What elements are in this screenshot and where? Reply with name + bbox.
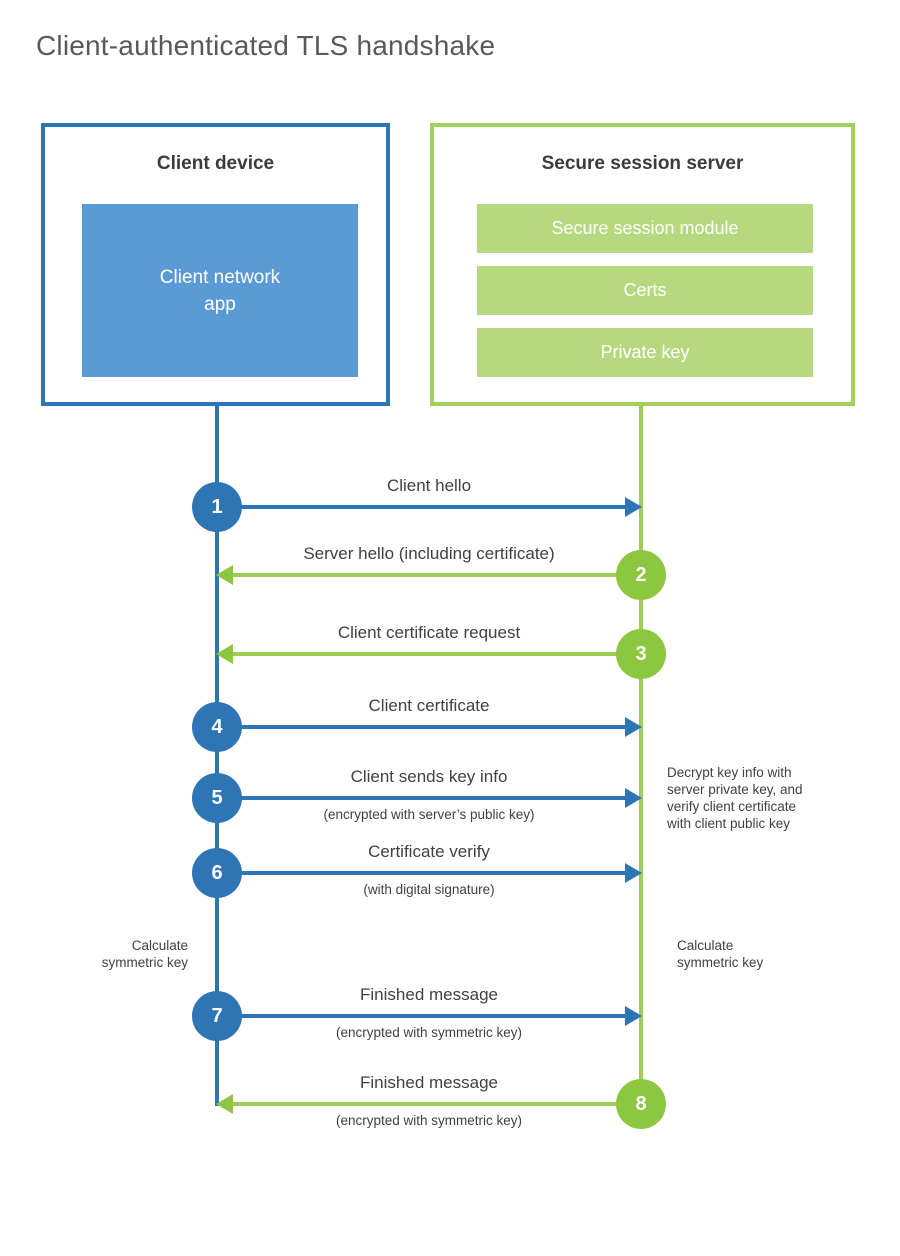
step-circle-1: 1 [192,482,242,532]
message-5-label: Client sends key info [350,767,508,786]
message-5-arrowhead-icon [625,788,642,808]
note-calculate-symmetric-key-client: Calculate symmetric key [101,938,188,970]
note-decrypt-key-info: Decrypt key info with server private key… [667,765,803,831]
message-5-arrow-line [217,796,627,800]
message-1-arrow-line [217,505,627,509]
client-device-title: Client device [156,153,275,174]
message-2-label: Server hello (including certificate) [303,544,555,563]
message-6-sublabel: (with digital signature) [363,882,495,897]
message-8-label: Finished message [360,1073,498,1092]
message-1-arrowhead-icon [625,497,642,517]
message-4-label: Client certificate [368,696,490,715]
server-module-certs: Certs [477,266,813,315]
message-7-sublabel: (encrypted with symmetric key) [335,1025,523,1040]
server-module-secure-session: Secure session module [477,204,813,253]
message-7-arrow-line [217,1014,627,1018]
message-1-label: Client hello [386,476,472,495]
step-circle-6: 6 [192,848,242,898]
server-lifeline [639,405,643,1104]
message-2-arrow-line [231,573,641,577]
message-6-label: Certificate verify [368,842,490,861]
page-title: Client-authenticated TLS handshake [36,30,496,61]
message-3-label: Client certificate request [337,623,521,642]
client-device-box: Client device Client network app [41,123,390,406]
note-calculate-symmetric-key-server: Calculate symmetric key [677,938,764,970]
message-8-sublabel: (encrypted with symmetric key) [335,1113,523,1128]
message-6-arrowhead-icon [625,863,642,883]
message-7-arrowhead-icon [625,1006,642,1026]
message-4-arrowhead-icon [625,717,642,737]
step-circle-3: 3 [616,629,666,679]
step-circle-5: 5 [192,773,242,823]
message-8-arrow-line [231,1102,641,1106]
server-module-private-key: Private key [477,328,813,377]
step-circle-8: 8 [616,1079,666,1129]
message-6-arrow-line [217,871,627,875]
message-8-arrowhead-icon [216,1094,233,1114]
server-box: Secure session server Secure session mod… [430,123,855,406]
message-5-sublabel: (encrypted with server’s public key) [323,807,535,822]
message-3-arrow-line [231,652,641,656]
message-2-arrowhead-icon [216,565,233,585]
message-3-arrowhead-icon [216,644,233,664]
client-network-app-box: Client network app [82,204,358,377]
server-title: Secure session server [541,153,744,174]
message-7-label: Finished message [360,985,498,1004]
step-circle-7: 7 [192,991,242,1041]
step-circle-4: 4 [192,702,242,752]
message-4-arrow-line [217,725,627,729]
client-lifeline [215,405,219,1106]
step-circle-2: 2 [616,550,666,600]
